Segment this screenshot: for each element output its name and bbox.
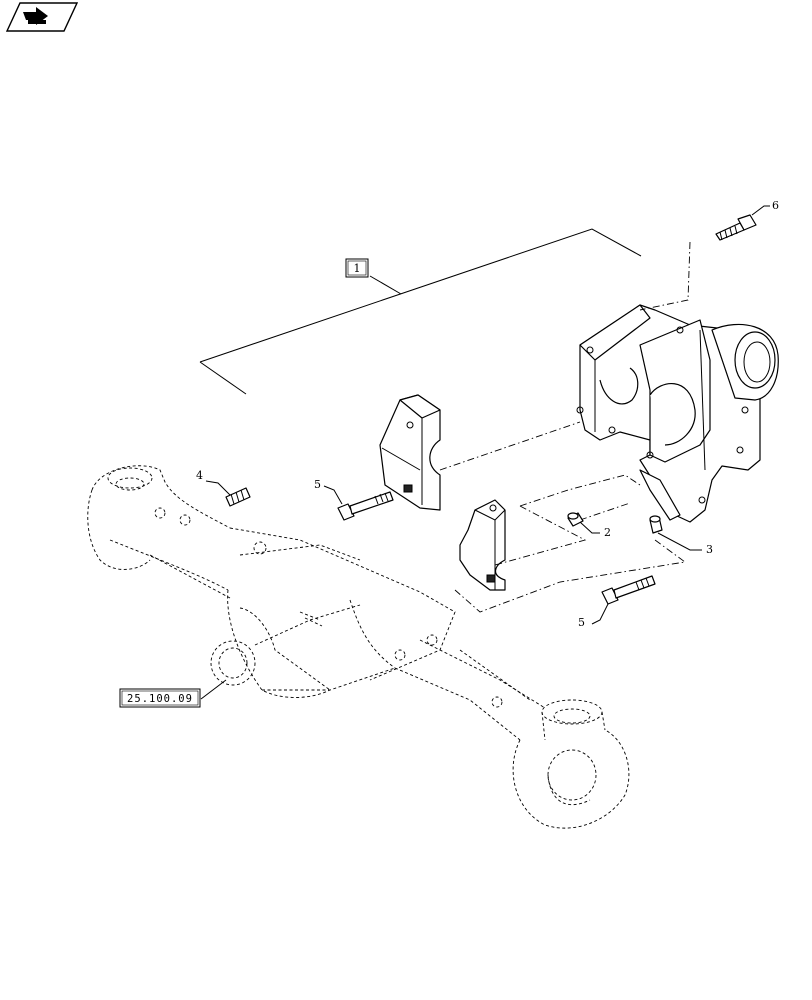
callout-dowel-pin[interactable]: 2: [579, 521, 611, 539]
callout-bolt-upper[interactable]: 5: [314, 478, 343, 505]
kit-bracket: [199, 228, 642, 395]
axle-housing-outline: [87, 465, 630, 829]
dowel-pin: [567, 512, 584, 527]
callout-number: 6: [772, 199, 779, 212]
differential-carrier: [576, 304, 779, 523]
bolt-top: [715, 214, 757, 241]
callout-number: 2: [604, 526, 611, 539]
callout-number: 5: [314, 478, 321, 491]
bolt-lower: [601, 575, 656, 605]
callout-stud[interactable]: 4: [196, 469, 231, 496]
navigation-badge[interactable]: [6, 2, 78, 32]
navigation-arrow-icon: [23, 7, 48, 25]
bolt-upper: [337, 491, 394, 521]
dowel-pin-small: [649, 515, 663, 534]
callout-number: 4: [196, 469, 203, 482]
assembly-centerlines: [439, 241, 691, 613]
callout-number: 5: [578, 616, 585, 629]
stud: [225, 487, 251, 507]
kit-callout-box[interactable]: 1: [345, 258, 369, 278]
bearing-cap-upper: [379, 394, 441, 511]
callout-number: 3: [706, 543, 713, 556]
callout-bolt-top[interactable]: 6: [751, 199, 779, 216]
reference-axle-housing[interactable]: 25.100.09: [119, 679, 227, 708]
callout-bolt-lower[interactable]: 5: [578, 603, 609, 629]
kit-callout-number: 1: [354, 262, 361, 275]
callout-dowel-pin-small[interactable]: 3: [657, 532, 713, 556]
bearing-cap-lower: [459, 499, 506, 591]
reference-axle-housing-label: 25.100.09: [127, 693, 193, 705]
